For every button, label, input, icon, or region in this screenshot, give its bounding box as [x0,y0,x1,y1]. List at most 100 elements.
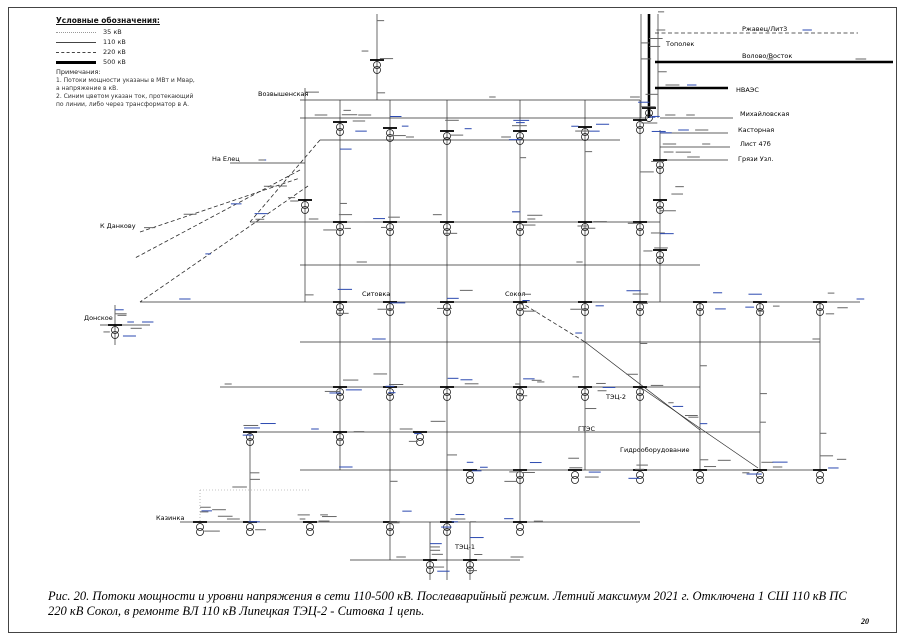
note-line: 2. Синим цветом указан ток, протекающий [56,93,194,100]
transformer-icon [386,388,394,396]
transformer-icon [656,166,664,174]
station-label: ТЭЦ-2 [605,393,626,401]
transformer-icon [386,308,394,316]
transformer-icon [636,388,644,396]
transformer-icon [196,523,204,531]
transformer-icon [571,476,579,484]
figure-caption: Рис. 20. Потоки мощности и уровни напряж… [48,589,847,618]
station-label: Донское [84,314,113,322]
transformer-icon [466,566,474,574]
transformer-icon [696,471,704,479]
transformer-icon [516,393,524,401]
transformer-icon [306,523,314,531]
transformer-icon [336,228,344,236]
line-sample-35kv-icon [56,31,96,33]
station-label: Казинка [156,514,184,522]
station-label: Лист 47б [740,140,771,148]
transformer-icon [816,476,824,484]
station-label: Тополек [665,40,694,48]
transformer-icon [336,388,344,396]
transformer-icon [443,223,451,231]
station-label: Гидрооборудование [620,446,689,454]
station-label: Касторная [738,126,774,134]
transformer-icon [581,393,589,401]
transformer-icon [246,523,254,531]
page-border [8,7,897,633]
transformer-icon [636,126,644,134]
transformer-icon [656,256,664,264]
transformer-icon [756,303,764,311]
transformer-icon [336,128,344,136]
transformer-icon [386,393,394,401]
station-label: ГТЭС [578,425,595,433]
transformer-icon [466,471,474,479]
transformer-icon [645,114,653,122]
power-line-220kv [139,185,309,303]
transformer-icon [111,326,119,334]
station-label: Грязи Узл. [738,155,773,163]
transformer-icon [443,132,451,140]
transformer-icon [636,223,644,231]
transformer-icon [756,471,764,479]
station-label: ТЭЦ-1 [454,543,475,551]
legend-title: Условные обозначения: [56,16,160,25]
transformer-icon [516,228,524,236]
line-sample-110kv-icon [56,41,96,43]
legend-item-220kv: 220 кВ [56,48,196,56]
transformer-icon [581,128,589,136]
transformer-icon [816,308,824,316]
transformer-icon [111,331,119,339]
transformer-icon [336,438,344,446]
transformer-icon [426,566,434,574]
transformer-icon [196,528,204,536]
power-line-220kv [519,301,586,343]
note-line: 1. Потоки мощности указаны в МВт и Мвар, [56,77,195,84]
legend-item-500kv: 500 кВ [56,58,196,66]
transformer-icon [386,134,394,142]
legend-item-110kv: 110 кВ [56,38,196,46]
transformer-icon [656,251,664,259]
transformer-icon [636,308,644,316]
transformer-icon [443,393,451,401]
line-sample-500kv-icon [56,60,96,64]
transformer-icon [696,476,704,484]
transformer-icon [656,206,664,214]
note-line: а напряжение в кВ. [56,85,119,92]
transformer-icon [336,308,344,316]
station-label: НВАЭС [736,86,759,94]
station-label: Возвышенская [258,90,309,98]
station-label: Сокол [505,290,526,298]
notes: Примечания: 1. Потоки мощности указаны в… [56,68,246,109]
transformer-icon [336,223,344,231]
transformer-icon [301,206,309,214]
notes-title: Примечания: [56,68,101,76]
transformer-icon [636,121,644,129]
transformer-icon [301,201,309,209]
transformer-icon [516,476,524,484]
station-label: Михайловская [740,110,789,118]
legend-label-35kv: 35 кВ [103,28,122,36]
legend-item-35kv: 35 кВ [56,28,196,36]
transformer-icon [246,433,254,441]
transformer-icon [581,308,589,316]
transformer-icon [466,561,474,569]
transformer-icon [516,523,524,531]
transformer-icon [466,476,474,484]
station-label: Волово/Восток [742,52,792,60]
transformer-icon [756,308,764,316]
transformer-icon [386,129,394,137]
legend: Условные обозначения: 35 кВ 110 кВ 220 к… [56,16,196,68]
power-line-220kv [249,139,321,223]
note-line: по линии, либо через трансформатор в А. [56,101,189,108]
transformer-icon [636,228,644,236]
power-line-220kv [134,169,301,259]
power-line-220kv [139,177,301,233]
transformer-icon [246,528,254,536]
transformer-icon [581,223,589,231]
transformer-icon [443,388,451,396]
station-label: Ситовка [362,290,390,298]
station-label: Ржавец/Лит3 [742,25,787,33]
power-line-110kv [639,386,759,469]
transformer-icon [443,228,451,236]
